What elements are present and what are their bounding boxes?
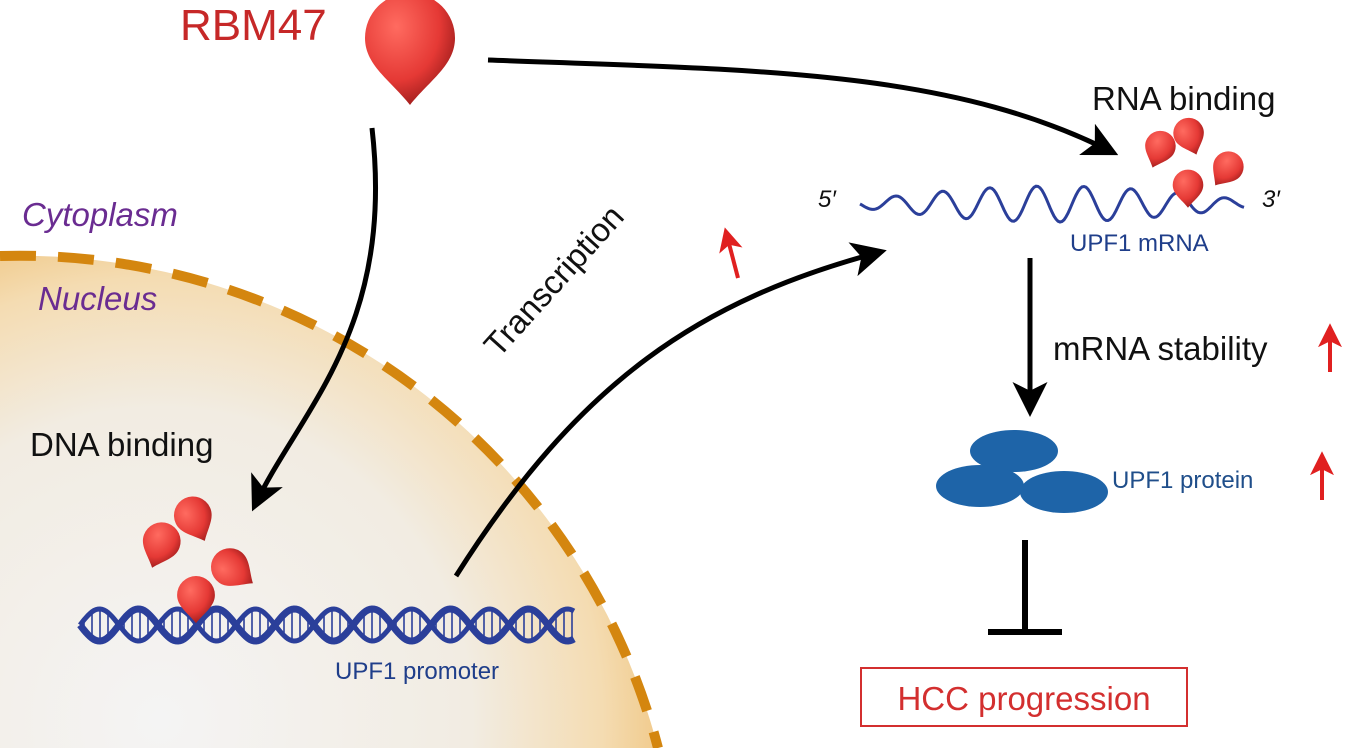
arrow-rbm47-to-rna bbox=[487, 57, 1119, 156]
nucleus-region bbox=[0, 250, 663, 750]
hcc-progression-label: HCC progression bbox=[897, 680, 1151, 717]
inhibition-bar-icon bbox=[988, 540, 1062, 635]
five-prime-label: 5′ bbox=[818, 186, 836, 213]
rbm47-drop-icon bbox=[365, 0, 455, 105]
protein-ellipse-icon bbox=[936, 430, 1108, 513]
arrow-transcription bbox=[453, 242, 887, 578]
rbm47-drop-icon bbox=[1213, 151, 1244, 186]
rna-binding-label: RNA binding bbox=[1092, 80, 1276, 117]
dna-binding-label: DNA binding bbox=[30, 426, 214, 463]
mrna-stability-label: mRNA stability bbox=[1053, 330, 1268, 367]
arrow-rbm47-to-dna bbox=[251, 127, 379, 512]
dna-strand bbox=[78, 606, 576, 644]
rbm47-drop-icon bbox=[1172, 169, 1204, 208]
dna-strand bbox=[77, 605, 576, 645]
upf1-protein-label: UPF1 protein bbox=[1112, 467, 1254, 494]
three-prime-label: 3′ bbox=[1262, 186, 1280, 213]
up-arrow-icon bbox=[719, 227, 743, 279]
upf1-promoter-label: UPF1 promoter bbox=[335, 658, 500, 685]
hcc-progression-box: HCC progression bbox=[860, 667, 1188, 727]
rbm47-drop-icon bbox=[177, 576, 215, 624]
rbm47-drop-icon bbox=[1145, 130, 1176, 168]
dna-helix-icon bbox=[77, 605, 576, 645]
cytoplasm-label: Cytoplasm bbox=[22, 196, 178, 233]
rbm47-drop-icon bbox=[174, 496, 212, 541]
rbm47-drop-icon bbox=[1173, 117, 1204, 155]
rbm47-title: RBM47 bbox=[180, 1, 327, 50]
nucleus-label: Nucleus bbox=[38, 280, 158, 317]
upf1-mrna-label: UPF1 mRNA bbox=[1070, 230, 1209, 257]
rbm47-drop-icon bbox=[142, 522, 181, 568]
nuclear-envelope bbox=[0, 250, 663, 750]
rbm47-drop-icon bbox=[210, 548, 253, 586]
rbm47-drops bbox=[142, 0, 1244, 624]
